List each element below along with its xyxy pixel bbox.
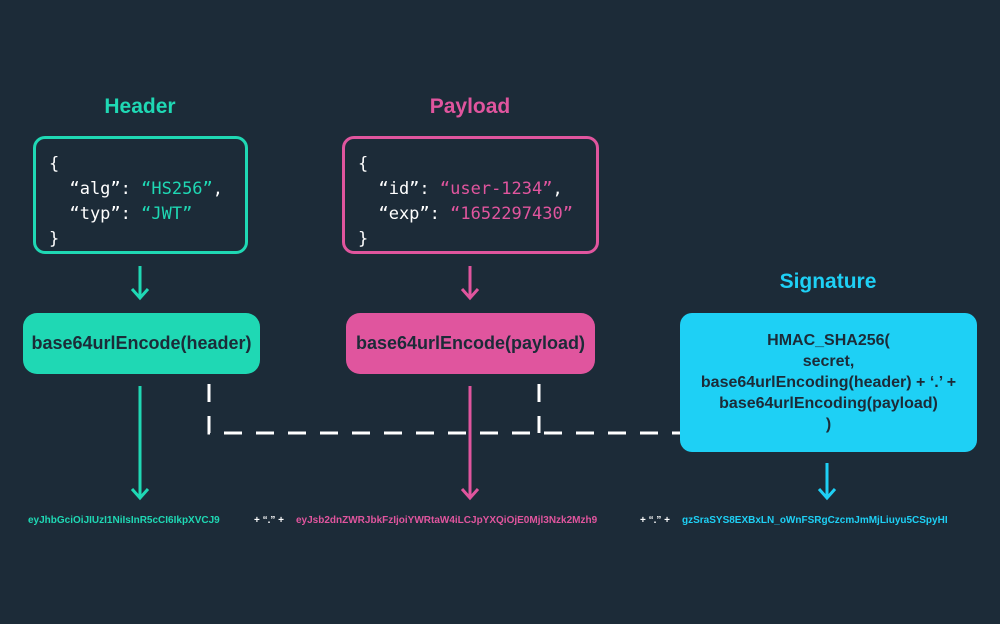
dashed-connector bbox=[207, 384, 680, 435]
header-code-line: } bbox=[49, 229, 60, 249]
signature-line: secret, bbox=[802, 353, 855, 370]
header-token: eyJhbGciOiJIUzI1NiIsInR5cCI6IkpXVCJ9 bbox=[28, 515, 220, 526]
signature-line: base64urlEncoding(payload) bbox=[719, 395, 938, 412]
header-code-line: “typ”: “JWT” bbox=[49, 204, 193, 224]
separator-dot-2: + “.” + bbox=[640, 515, 671, 526]
signature-line: ) bbox=[825, 416, 832, 433]
payload-json-box: { “id”: “user-1234”, “exp”: “1652297430”… bbox=[342, 136, 599, 254]
payload-code-line: “id”: “user-1234”, bbox=[358, 179, 563, 199]
header-arrow-2 bbox=[130, 386, 150, 501]
signature-line: base64urlEncoding(header) + ‘.’ + bbox=[700, 374, 957, 391]
signature-arrow bbox=[817, 463, 837, 501]
signature-title: Signature bbox=[779, 270, 877, 293]
header-code-line: { bbox=[49, 154, 60, 174]
signature-token: gzSraSYS8EXBxLN_oWnFSRgCzcmJmMjLiuyu5CSp… bbox=[682, 515, 948, 526]
header-encode-box: base64urlEncode(header) bbox=[23, 313, 260, 374]
header-json-box: { “alg”: “HS256”, “typ”: “JWT” } bbox=[33, 136, 248, 254]
payload-code-line: “exp”: “1652297430” bbox=[358, 204, 573, 224]
signature-box: HMAC_SHA256( secret, base64urlEncoding(h… bbox=[680, 313, 977, 452]
payload-arrow-1 bbox=[460, 266, 480, 301]
header-title: Header bbox=[104, 95, 176, 118]
payload-title: Payload bbox=[429, 95, 511, 118]
payload-token: eyJsb2dnZWRJbkFzIjoiYWRtaW4iLCJpYXQiOjE0… bbox=[296, 515, 598, 526]
header-code-line: “alg”: “HS256”, bbox=[49, 179, 224, 199]
payload-code-line: { bbox=[358, 154, 369, 174]
payload-code-line: } bbox=[358, 229, 369, 249]
payload-encode-box: base64urlEncode(payload) bbox=[346, 313, 595, 374]
signature-line: HMAC_SHA256( bbox=[767, 332, 890, 349]
header-arrow-1 bbox=[130, 266, 150, 301]
payload-arrow-2 bbox=[460, 386, 480, 501]
separator-dot-1: + “.” + bbox=[254, 515, 285, 526]
